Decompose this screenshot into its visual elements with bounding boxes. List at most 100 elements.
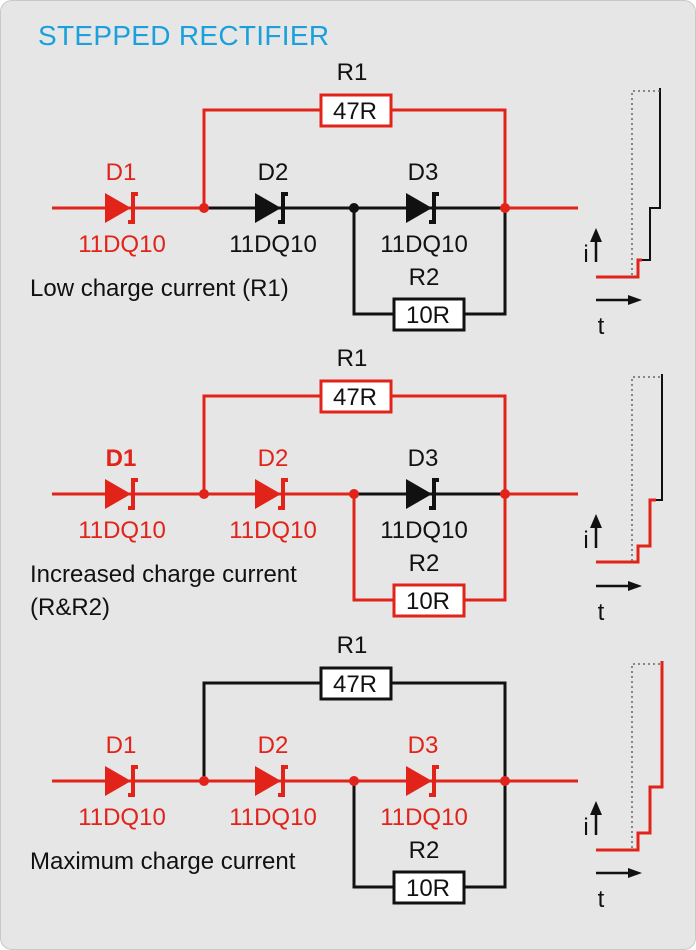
r1-branch-wire [202, 108, 321, 208]
d2-part: 11DQ10 [229, 804, 317, 831]
diode-cathode-bar [278, 478, 288, 510]
diode-cathode-bar [278, 192, 288, 224]
caption-text: (R&R2) [30, 594, 110, 621]
d2-part: 11DQ10 [229, 517, 317, 544]
arrow-right-icon [628, 868, 642, 878]
current-trace-active [596, 498, 656, 564]
resistor-icon [392, 583, 466, 618]
diode-icon [406, 193, 432, 223]
junction-dot [199, 489, 209, 499]
current-trace-future [642, 88, 661, 261]
junction-dot [349, 776, 359, 786]
current-trace-active [596, 661, 664, 852]
r1-value: 47R [333, 384, 377, 411]
resistor-icon [319, 93, 393, 128]
arrow-right-icon [628, 295, 642, 305]
junction-dot [500, 489, 510, 499]
d1-part: 11DQ10 [78, 231, 166, 258]
d1-part: 11DQ10 [78, 517, 166, 544]
diode-cathode-bar [429, 765, 439, 797]
caption-text: Low charge current (R1) [30, 275, 289, 302]
diode-icon [255, 193, 281, 223]
diode-cathode-bar [128, 478, 138, 510]
current-axis-label: i [583, 527, 588, 554]
r2-value: 10R [406, 302, 450, 329]
diode-icon [105, 479, 131, 509]
r1-value: 47R [333, 98, 377, 125]
current-axis-label: i [583, 814, 588, 841]
time-axis-label: t [598, 599, 605, 626]
diode-icon [255, 766, 281, 796]
r1-value: 47R [333, 671, 377, 698]
d3-label: D3 [408, 445, 439, 472]
junction-dot [349, 203, 359, 213]
diode-icon [105, 193, 131, 223]
junction-dot [500, 203, 510, 213]
r2-value: 10R [406, 588, 450, 615]
diode-cathode-bar [128, 765, 138, 797]
resistor-icon [319, 666, 393, 701]
d3-label: D3 [408, 732, 439, 759]
r2-branch-wire [352, 781, 394, 889]
r2-value: 10R [406, 875, 450, 902]
d2-label: D2 [258, 445, 289, 472]
junction-dot [199, 203, 209, 213]
current-axis-label: i [583, 241, 588, 268]
diode-icon [255, 479, 281, 509]
diode-icon [406, 479, 432, 509]
circuit-panel: 47R R1 10R R2 D1 11DQ10 D2 11DQ10 D3 11DQ10Increa… [30, 345, 663, 626]
d1-label: D1 [106, 445, 137, 472]
current-limit-dotted [631, 90, 660, 275]
junction-dot [349, 489, 359, 499]
circuit-panel: 47RR110RR2D111DQ10D211DQ10D311DQ10Maximu… [30, 632, 664, 913]
diagram-title: STEPPED RECTIFIER [38, 20, 330, 51]
r1-label: R1 [337, 632, 368, 659]
r2-branch-wire [464, 208, 507, 316]
resistor-icon [392, 870, 466, 905]
r2-label: R2 [409, 550, 440, 577]
r1-branch-wire [202, 394, 321, 494]
r1-branch-wire [202, 681, 321, 781]
r2-label: R2 [409, 837, 440, 864]
r1-label: R1 [337, 59, 368, 86]
current-limit-dotted [631, 663, 660, 848]
current-limit-dotted [631, 376, 660, 561]
diode-cathode-bar [429, 478, 439, 510]
diode-cathode-bar [429, 192, 439, 224]
r2-branch-wire [352, 208, 394, 316]
r2-label: R2 [409, 264, 440, 291]
caption-text: Increased charge current [30, 561, 297, 588]
d1-label: D1 [106, 732, 137, 759]
diode-cathode-bar [278, 765, 288, 797]
diode-cathode-bar [128, 192, 138, 224]
r2-branch-wire [464, 781, 507, 889]
current-trace-future [656, 374, 663, 501]
d1-label: D1 [106, 159, 137, 186]
d3-part: 11DQ10 [380, 804, 468, 831]
d3-part: 11DQ10 [380, 517, 468, 544]
d3-label: D3 [408, 159, 439, 186]
r1-branch-wire [391, 681, 507, 781]
current-trace-active [596, 258, 642, 279]
junction-dot [500, 776, 510, 786]
d3-part: 11DQ10 [380, 231, 468, 258]
r2-branch-wire [352, 494, 394, 602]
r1-branch-wire [391, 394, 507, 494]
resistor-icon [392, 297, 466, 332]
r1-label: R1 [337, 345, 368, 372]
arrow-up-icon [590, 228, 602, 242]
time-axis-label: t [598, 886, 605, 913]
d2-part: 11DQ10 [229, 231, 317, 258]
d2-label: D2 [258, 732, 289, 759]
arrow-right-icon [628, 581, 642, 591]
arrow-up-icon [590, 801, 602, 815]
r1-branch-wire [391, 108, 507, 208]
caption-text: Maximum charge current [30, 848, 296, 875]
d2-label: D2 [258, 159, 289, 186]
time-axis-label: t [598, 313, 605, 340]
junction-dot [199, 776, 209, 786]
diode-icon [105, 766, 131, 796]
